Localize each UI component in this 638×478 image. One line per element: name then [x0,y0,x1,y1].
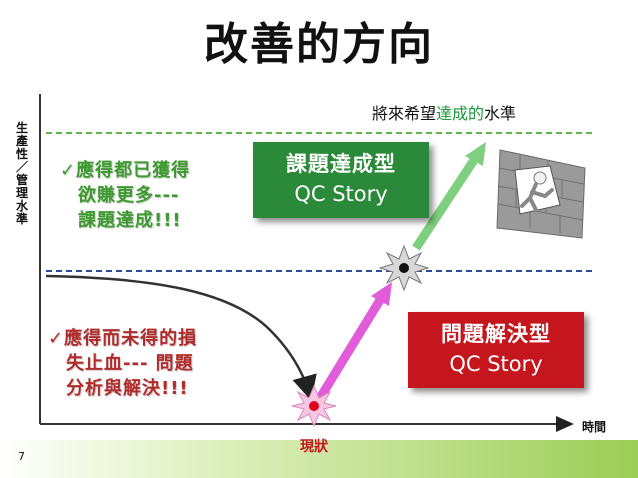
box-subtitle: QC Story [294,182,388,206]
note-line: 課題達成!!! [78,210,182,231]
y-axis-char: 準 [15,212,28,226]
box-title: 課題達成型 [286,152,396,176]
box-subtitle: QC Story [449,352,543,376]
note-line: 失止血--- 問題 [66,353,194,374]
footer-band [0,440,638,478]
target-level-label: 將來希望達成的水準 [372,100,516,124]
page-number: 7 [18,450,25,463]
note-line: 欲賺更多--- [78,185,180,206]
y-axis-char: 水 [15,199,28,213]
y-axis-char: ／ [15,160,28,174]
x-axis-label: 時間 [582,420,607,434]
goal-label-prefix: 將來希望 [372,104,437,123]
note-line: ✓應得都已獲得 [60,160,191,181]
recovery-arrow [316,282,392,401]
current-state-label: 現狀 [300,439,328,455]
starburst-icon [378,244,430,292]
page-title: 改善的方向 [204,19,434,70]
problem-solving-note: ✓應得而未得的損 失止血--- 問題 分析與解決!!! [48,326,197,401]
goal-label-suffix: 水準 [484,104,517,123]
improvement-arrow [412,142,486,251]
current-state-starburst-icon [291,384,337,428]
y-axis-label: 生 產 性 ／ 管 理 水 準 [12,122,32,226]
problem-solving-qc-story-box: 問題解決型 QC Story [408,312,584,388]
note-line: ✓應得而未得的損 [48,328,198,349]
wall-climber-icon [496,149,586,239]
box-title: 問題解決型 [441,322,551,346]
y-axis-char: 管 [15,173,28,187]
task-achievement-qc-story-box: 課題達成型 QC Story [253,142,429,218]
task-achievement-note: ✓應得都已獲得 欲賺更多--- 課題達成!!! [60,158,190,233]
note-line: 分析與解決!!! [66,378,189,399]
y-axis-char: 理 [15,186,28,200]
y-axis-char: 生 [15,121,28,135]
y-axis-char: 性 [15,147,28,161]
y-axis-char: 產 [15,134,28,148]
decline-curve-arrow [45,274,317,401]
goal-label-highlight: 達成的 [436,104,485,123]
